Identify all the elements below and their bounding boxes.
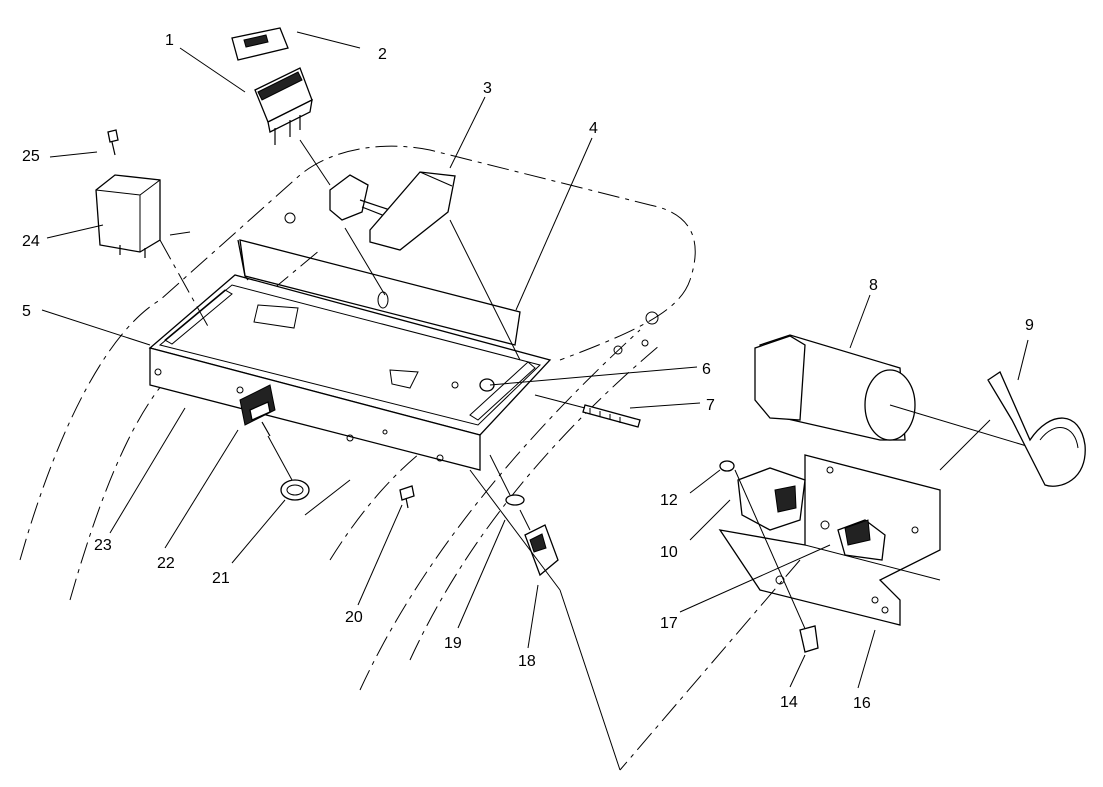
callout-12: 12 [660,492,678,509]
key-switch [239,384,351,516]
callout-14: 14 [780,694,798,711]
callout-21: 21 [212,570,230,587]
switch-cover [231,27,289,61]
rocker-switch [254,67,313,145]
callout-1: 1 [165,32,174,49]
leader-lines [41,31,1029,689]
relay-assembly [95,129,211,331]
wire-harness [299,139,521,361]
callout-4: 4 [589,120,598,137]
reference-lines [469,469,621,771]
callout-22: 22 [157,555,175,572]
callout-9: 9 [1025,317,1034,334]
mounting-bracket [619,454,941,771]
callout-labels: 1 2 3 4 5 6 7 8 9 10 12 14 16 17 18 19 2… [22,32,1034,712]
callout-6: 6 [702,361,711,378]
bolt-and-nut [479,378,641,428]
callout-16: 16 [853,695,871,712]
callout-5: 5 [22,303,31,320]
callout-3: 3 [483,80,492,97]
callout-25: 25 [22,148,40,165]
callout-20: 20 [345,609,363,626]
control-panel-plate [148,274,552,471]
capacitor-strap [939,371,1086,487]
callout-7: 7 [706,397,715,414]
callout-18: 18 [518,653,536,670]
callout-23: 23 [94,537,112,554]
capacitor [754,334,1041,451]
callout-19: 19 [444,635,462,652]
callout-10: 10 [660,544,678,561]
callout-24: 24 [22,233,40,250]
bottom-fasteners [399,454,559,577]
callout-17: 17 [660,615,678,632]
panel-decal [237,239,521,346]
callout-2: 2 [378,46,387,63]
callout-8: 8 [869,277,878,294]
